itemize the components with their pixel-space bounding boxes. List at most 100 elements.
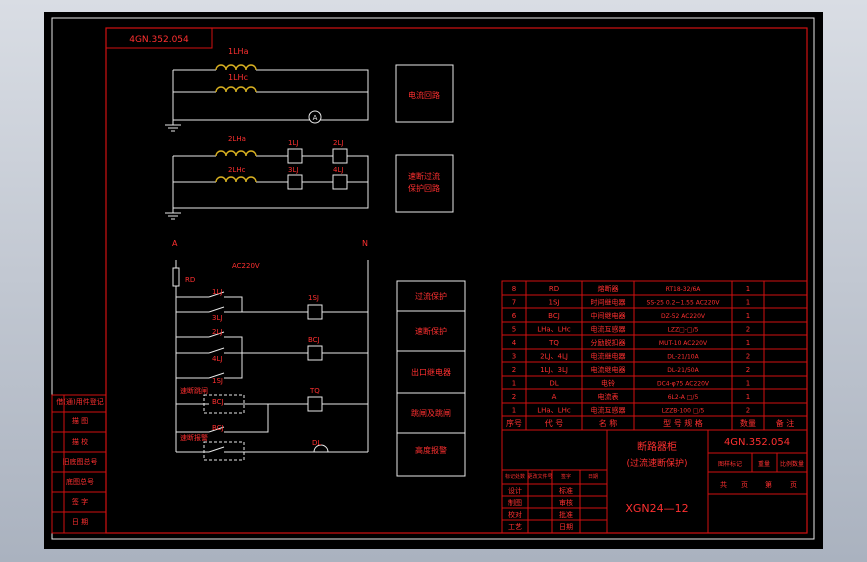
section-instant-label-2: 保护回路	[408, 183, 440, 193]
sheet-label-3: 页	[790, 481, 797, 489]
bom-header-cell: 代 号	[545, 418, 564, 428]
xb2-box	[203, 441, 245, 461]
label-r-4lj: 4LJ	[333, 166, 343, 174]
bom-cell: LHa、LHc	[537, 326, 571, 334]
role-right-3: 日期	[559, 523, 573, 531]
bom-cell: DZ-52 AC220V	[661, 313, 706, 320]
bom-cell: 8	[512, 285, 516, 293]
section-instant-box	[395, 154, 454, 213]
bell-icon	[313, 444, 329, 453]
current-circuit	[172, 69, 369, 125]
label-c-3lj: 3LJ	[212, 314, 222, 322]
role-right-2: 批准	[559, 510, 573, 519]
bom-cell: 时间继电器	[591, 298, 626, 307]
bom-cell: 1	[512, 380, 516, 388]
bom-cell: LZZB-100 □/5	[662, 408, 705, 415]
ac-circuit-wiring	[172, 260, 369, 453]
bom-header-cell: 序号	[506, 418, 522, 428]
relay-4lj-coil	[332, 174, 348, 190]
title-model: XGN24—12	[625, 502, 688, 515]
bom-cell: DC4-φ75 AC220V	[657, 381, 710, 388]
role-right-0: 标准	[559, 486, 573, 495]
bom-cell: SS-25 0.2~1.55 AC220V	[647, 300, 721, 307]
bom-cell: 2	[512, 393, 516, 401]
ground-2-icon	[165, 212, 181, 220]
section-current-circuit-label: 电流回路	[408, 90, 440, 100]
outer-frame	[51, 17, 815, 540]
bom-cell: 7	[512, 299, 516, 307]
side-label-4: 底图总号	[66, 477, 94, 486]
label-coil-1sj: 1SJ	[308, 294, 319, 302]
bom-cell: 6	[512, 312, 517, 320]
label-1lha: 1LHa	[228, 47, 249, 56]
function-1: 速断保护	[415, 326, 447, 336]
bom-cell: 5	[512, 326, 516, 334]
ground-1-icon	[165, 124, 181, 132]
small-label-0: 图样标记	[718, 460, 742, 468]
bom-cell: 电流表	[598, 392, 619, 401]
schematic: 4GN.352.054 借(通)用件登记 描 图 描 校 旧底图总号 底图总号 …	[51, 17, 815, 540]
label-c-2lj: 2LJ	[212, 328, 222, 336]
side-label-6: 日 期	[72, 518, 88, 526]
bom-cell: 2	[746, 407, 750, 415]
title-line-1: 断路器柜	[637, 440, 677, 453]
bom-cell: 1	[746, 380, 750, 388]
function-0: 过流保护	[415, 291, 447, 301]
side-block	[51, 394, 107, 534]
bom-cell: TQ	[548, 339, 559, 347]
label-coil-tq: TQ	[309, 387, 320, 395]
label-1lhc: 1LHc	[228, 73, 248, 82]
role-left-1: 制图	[508, 498, 522, 507]
label-c-1sj: 1SJ	[212, 377, 223, 385]
section-instant-label-1: 速断过流	[408, 171, 440, 181]
bom-cell: RD	[549, 285, 559, 293]
bom-header-cell: 数量	[740, 418, 756, 428]
fuse-label: RD	[185, 276, 195, 284]
number-box	[105, 27, 213, 49]
bom-cell: 6L2-A □/5	[668, 394, 699, 401]
label-2lha: 2LHa	[228, 135, 246, 143]
bom-cell: 2	[512, 366, 516, 374]
bom-cell: 3	[512, 353, 516, 361]
label-bell: DL	[312, 439, 321, 447]
function-3: 跳闸及跳闸	[411, 408, 451, 418]
section-current-circuit-box	[395, 64, 454, 123]
label-c-bcj: BCJ	[212, 398, 224, 406]
bom-cell: 1	[746, 312, 750, 320]
neutral-n-label: N	[362, 239, 368, 248]
voltage-label: AC220V	[232, 262, 260, 270]
protection-ct-circuit	[172, 155, 369, 213]
ammeter-label: A	[313, 114, 318, 122]
bom-cell: 2	[746, 326, 750, 334]
side-label-5: 签 字	[72, 497, 88, 506]
rev-label-3: 日期	[588, 474, 598, 480]
bom-cell: 电流互感器	[591, 325, 626, 334]
small-label-2: 比例数量	[780, 460, 804, 468]
title-line-2: (过流速断保护)	[626, 457, 687, 469]
bom-cell: DL-21/10A	[667, 354, 699, 361]
bom-cell: 1	[746, 285, 750, 293]
bom-cell: 1	[746, 299, 750, 307]
side-label-1: 描 图	[72, 416, 88, 425]
coil-1sj	[307, 304, 323, 320]
ammeter-icon	[308, 110, 322, 124]
label-r-3lj: 3LJ	[288, 166, 298, 174]
rev-label-1: 更改文件号	[527, 473, 552, 480]
role-left-2: 校对	[508, 510, 522, 519]
ct-1a-coil	[215, 64, 257, 71]
bom-cell: 熔断器	[598, 284, 619, 293]
label-c-bcj2: BCJ	[212, 424, 224, 432]
label-2lhc: 2LHc	[228, 166, 246, 174]
function-2: 出口继电器	[411, 367, 451, 377]
label-c-4lj: 4LJ	[212, 355, 222, 363]
relay-2lj-coil	[332, 148, 348, 164]
small-label-1: 重量	[758, 460, 770, 468]
note-1: 速断跳闸	[180, 386, 208, 395]
phase-a-label: A	[172, 239, 178, 248]
bom-cell: BCJ	[548, 312, 560, 320]
function-4: 高度报警	[415, 445, 447, 455]
bom-cell: A	[552, 393, 557, 401]
note-2: 速断报警	[180, 433, 208, 442]
bom-header-cell: 名 称	[599, 418, 618, 428]
